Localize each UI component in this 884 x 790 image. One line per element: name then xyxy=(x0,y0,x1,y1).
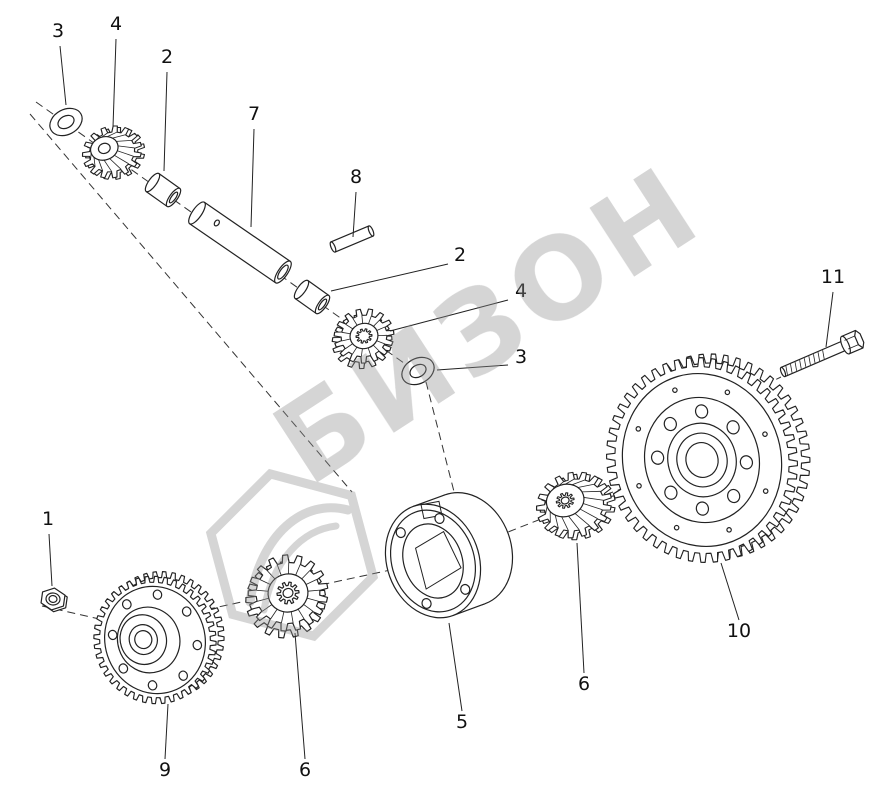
part-10-final-drive-gear xyxy=(606,353,811,563)
callout-6-left: 6 xyxy=(299,759,311,781)
part-5-differential-housing xyxy=(384,492,514,619)
part-2-bushing-lower xyxy=(293,279,331,315)
callout-9: 9 xyxy=(159,759,171,781)
leader-line xyxy=(163,71,168,172)
part-6-side-gear-left xyxy=(245,554,329,639)
part-11-hex-bolt xyxy=(779,329,865,378)
leader-line xyxy=(389,299,509,332)
callout-5: 5 xyxy=(456,711,468,733)
leader-line xyxy=(448,622,463,712)
callout-1: 1 xyxy=(42,508,54,530)
callout-7: 7 xyxy=(248,103,260,125)
parts-group xyxy=(40,107,865,705)
leader-line xyxy=(48,533,53,587)
leader-lines xyxy=(48,38,834,760)
part-3-washer-lower xyxy=(401,356,435,386)
callout-4-lower: 4 xyxy=(515,280,527,302)
leader-line xyxy=(576,542,585,674)
part-3-washer-upper xyxy=(49,107,83,137)
leader-line xyxy=(59,45,67,106)
leader-line xyxy=(294,632,306,760)
callout-11: 11 xyxy=(821,266,845,288)
part-4-bevel-pinion-lower xyxy=(331,308,395,370)
part-7-pinion-shaft xyxy=(188,201,292,284)
leader-line xyxy=(352,191,357,238)
leader-line xyxy=(720,562,740,621)
part-number-labels: 3 4 2 7 8 2 4 3 11 1 9 6 5 6 10 xyxy=(42,13,845,781)
leader-line xyxy=(825,291,834,348)
part-2-bushing-upper xyxy=(144,172,182,208)
callout-2-upper: 2 xyxy=(161,46,173,68)
callout-4-upper: 4 xyxy=(110,13,122,35)
callout-8: 8 xyxy=(350,166,362,188)
leader-line xyxy=(164,703,169,760)
callout-3-upper: 3 xyxy=(52,20,64,42)
watermark-hexagon-logo xyxy=(205,468,379,642)
part-6-side-gear-right xyxy=(535,471,616,541)
watermark-logo-swoosh xyxy=(245,503,353,607)
part-4-bevel-pinion-upper xyxy=(81,125,146,180)
callout-10: 10 xyxy=(727,620,751,642)
leader-line xyxy=(330,263,449,292)
leader-line xyxy=(250,128,255,228)
leader-line xyxy=(112,38,117,128)
part-1-hex-nut xyxy=(40,587,68,613)
part-9-hub-gear xyxy=(93,571,225,705)
callout-6-right: 6 xyxy=(578,673,590,695)
callout-2-lower: 2 xyxy=(454,244,466,266)
leader-line xyxy=(436,364,509,371)
part-8-lock-pin xyxy=(329,225,375,253)
watermark-logo-swoosh-inner xyxy=(260,522,340,614)
callout-3-lower: 3 xyxy=(515,346,527,368)
